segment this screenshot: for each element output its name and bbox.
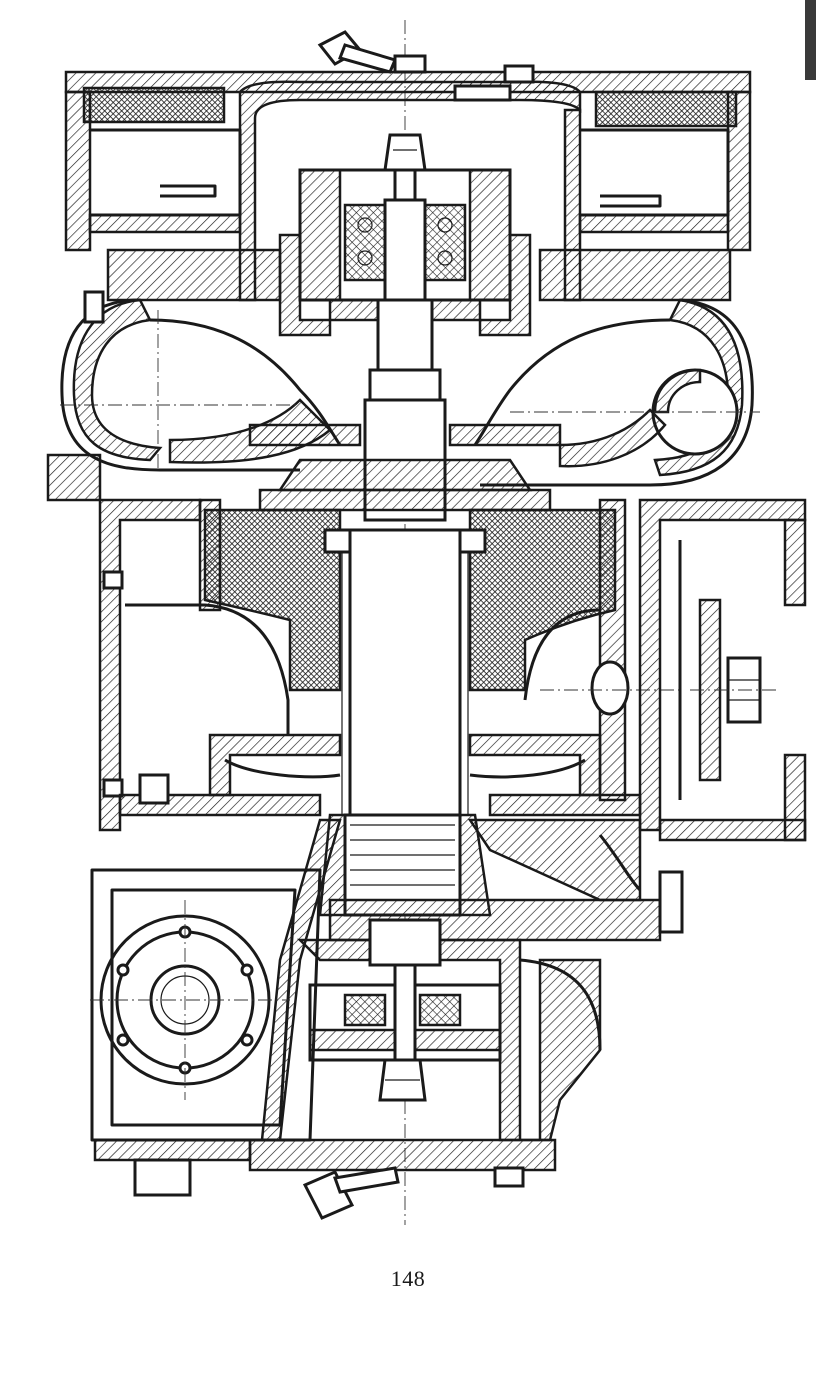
- inspection-window-icon: [590, 660, 630, 716]
- top-bolt-right-icon: [503, 64, 535, 84]
- left-frame-port-icon: [102, 570, 124, 590]
- main-shaft: [323, 528, 487, 817]
- right-volute: [448, 248, 760, 487]
- right-terminal-box: [638, 498, 807, 842]
- lower-housing: [93, 818, 684, 1220]
- left-volute: [60, 248, 362, 472]
- bottom-bolt-right-icon: [493, 1166, 525, 1188]
- motor-section: [46, 453, 680, 832]
- scan-edge-mark: [805, 0, 816, 80]
- lower-bolt-right-icon: [658, 870, 684, 934]
- left-volute-bolt-icon: [83, 290, 105, 324]
- top-bolt-left-icon: [317, 30, 398, 74]
- bottom-bolt-left-icon: [302, 1166, 400, 1220]
- left-flange: [90, 868, 322, 1142]
- shaft-seal: [318, 813, 492, 917]
- drain-plug-icon: [133, 1158, 192, 1197]
- page-number: 148: [390, 1266, 426, 1291]
- top-bolt-center-icon: [393, 54, 427, 74]
- impeller-hub: [258, 458, 552, 512]
